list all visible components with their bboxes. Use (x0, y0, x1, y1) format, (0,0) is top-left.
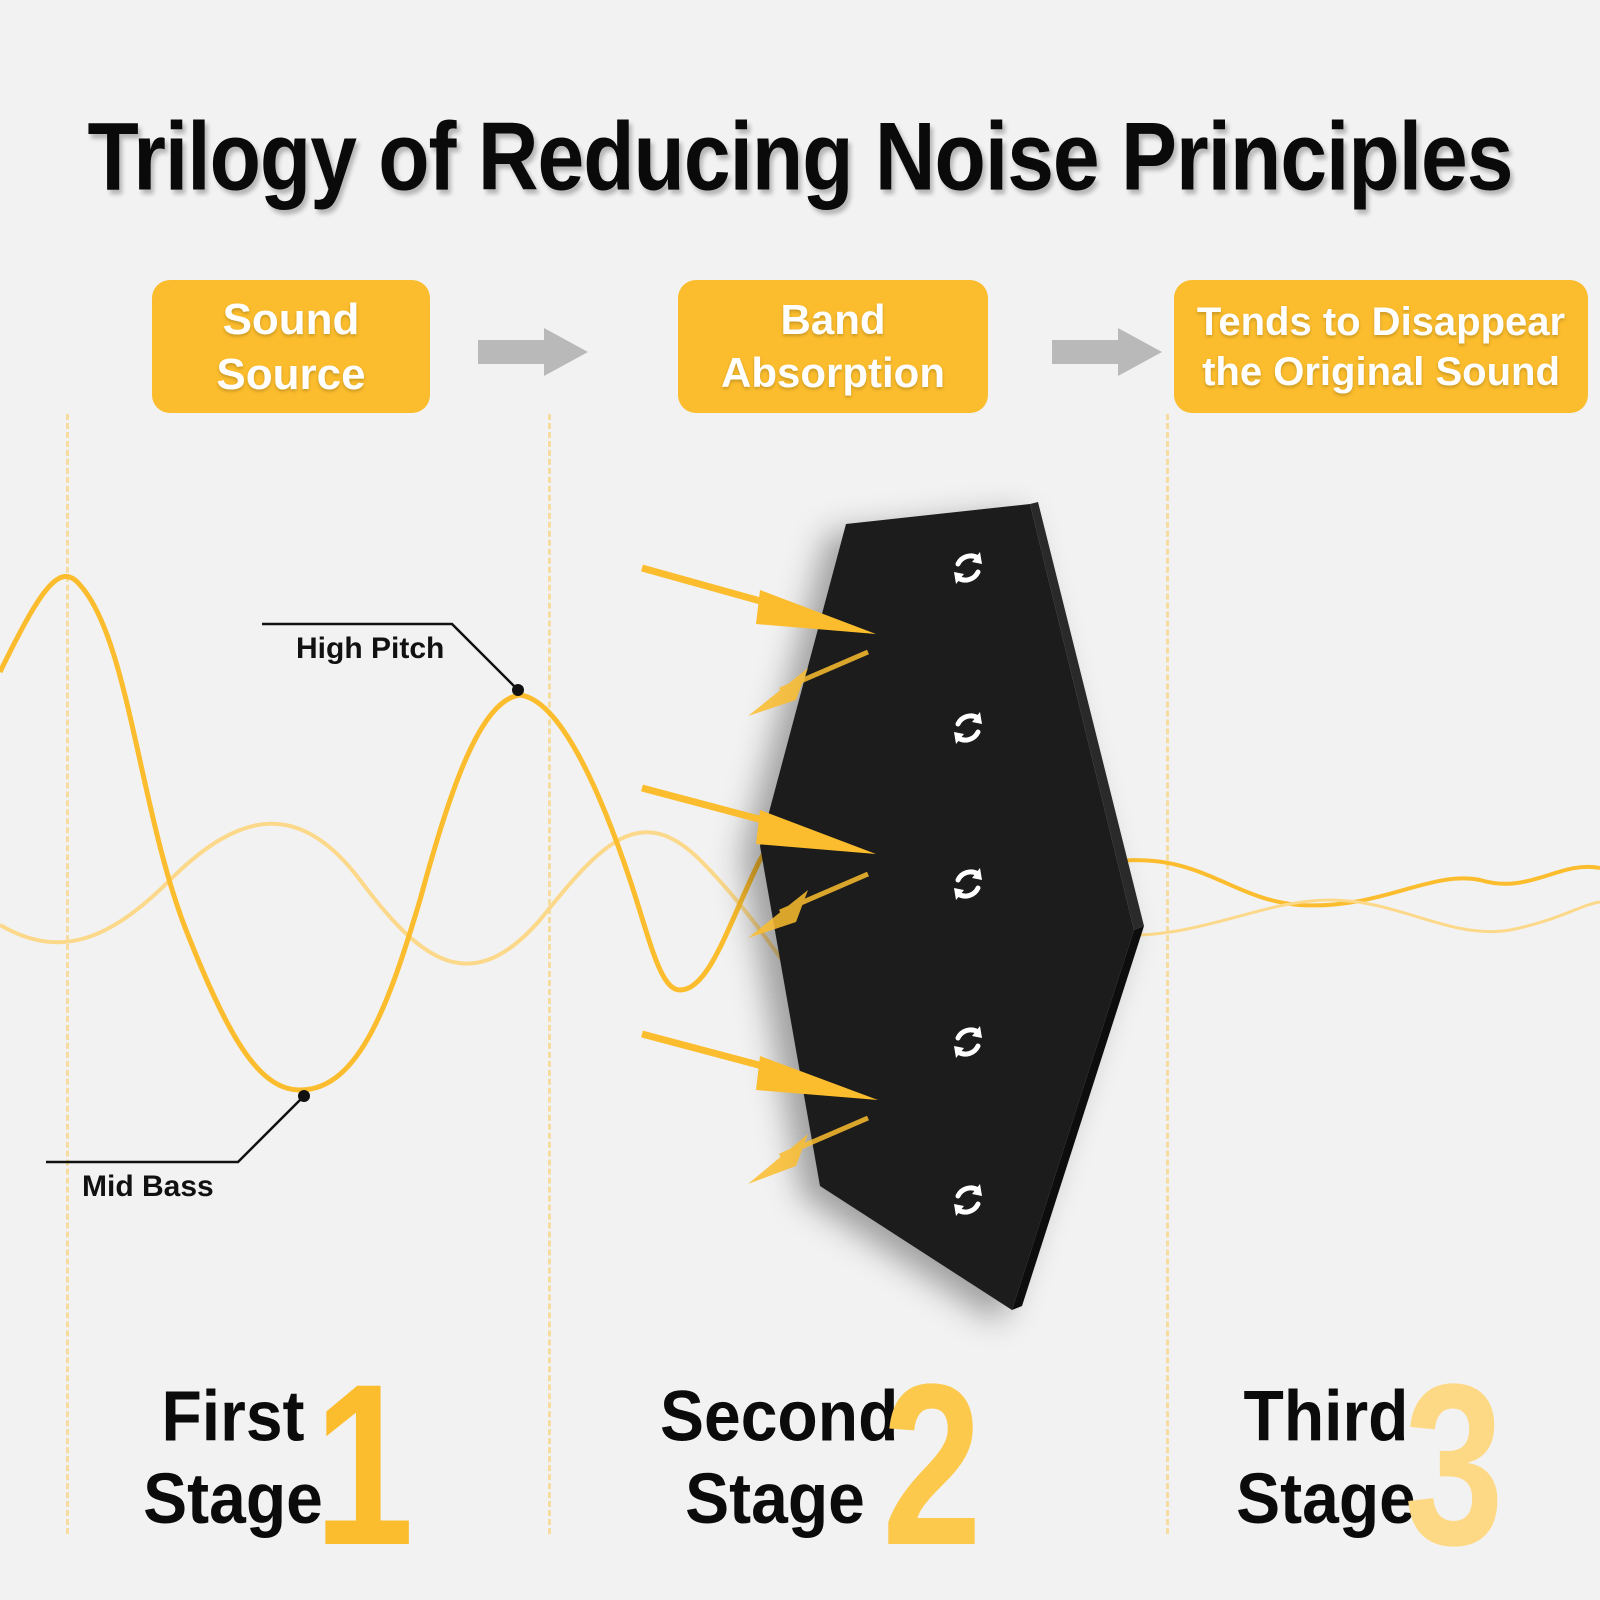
reflected-sound-arrow (748, 871, 869, 938)
incoming-sound-arrow (641, 564, 876, 634)
rotate-arrows-icon (954, 1026, 982, 1058)
dashed-guide (66, 414, 69, 1534)
stage-line: Stage (1236, 1457, 1416, 1538)
stage-line: First (161, 1375, 305, 1456)
step-band-absorption: Band Absorption (678, 280, 988, 413)
stage-number: 2 (882, 1336, 982, 1593)
leader-dot (298, 1090, 310, 1102)
step-sound-source: Sound Source (152, 280, 430, 413)
leader-line (262, 622, 519, 691)
rotate-arrows-icon (954, 712, 982, 744)
incoming-sound-arrow (641, 1030, 878, 1100)
stage-second-label: Second Stage (660, 1375, 899, 1540)
stage-number: 3 (1404, 1336, 1504, 1593)
stage-line: Stage (143, 1457, 323, 1538)
reflected-sound-arrow (748, 649, 869, 716)
step-line: Tends to Disappear (1196, 299, 1566, 344)
stage-first-label: First Stage (138, 1376, 328, 1540)
rotate-arrows-icon (954, 552, 982, 584)
step-disappear: Tends to Disappear the Original Sound (1174, 280, 1588, 413)
acoustic-panel (760, 502, 1144, 1310)
stage-line: Third (1243, 1375, 1409, 1456)
mid-bass-label: Mid Bass (82, 1170, 214, 1203)
stage-number: 1 (314, 1336, 414, 1593)
stage-third-label: Third Stage (1236, 1376, 1416, 1540)
step-line: Band (780, 296, 886, 343)
low-amplitude-wave (0, 821, 842, 1042)
dashed-guide (548, 414, 551, 1534)
rotate-arrows-icon (954, 868, 982, 900)
reflected-sound-arrow (748, 1115, 869, 1184)
leader-line (46, 1095, 305, 1164)
step-line: Sound (222, 294, 360, 344)
step-line: Absorption (721, 348, 945, 396)
high-pitch-label: High Pitch (296, 632, 445, 665)
step-line: Source (216, 349, 366, 399)
page-title: Trilogy of Reducing Noise Principles (87, 101, 1514, 210)
stage-line: Second (660, 1375, 899, 1456)
residual-wave (1109, 858, 1600, 908)
rotate-arrows-icon (954, 1184, 982, 1216)
right-arrow-icon (1052, 328, 1162, 376)
main-sound-wave (0, 573, 847, 1093)
right-arrow-icon (478, 328, 588, 376)
dashed-guide (1166, 414, 1169, 1534)
residual-wave-faint (1109, 898, 1600, 937)
leader-dot (512, 684, 524, 696)
incoming-sound-arrow (641, 784, 876, 854)
stage-line: Stage (685, 1457, 865, 1538)
step-line: the Original Sound (1202, 349, 1560, 394)
